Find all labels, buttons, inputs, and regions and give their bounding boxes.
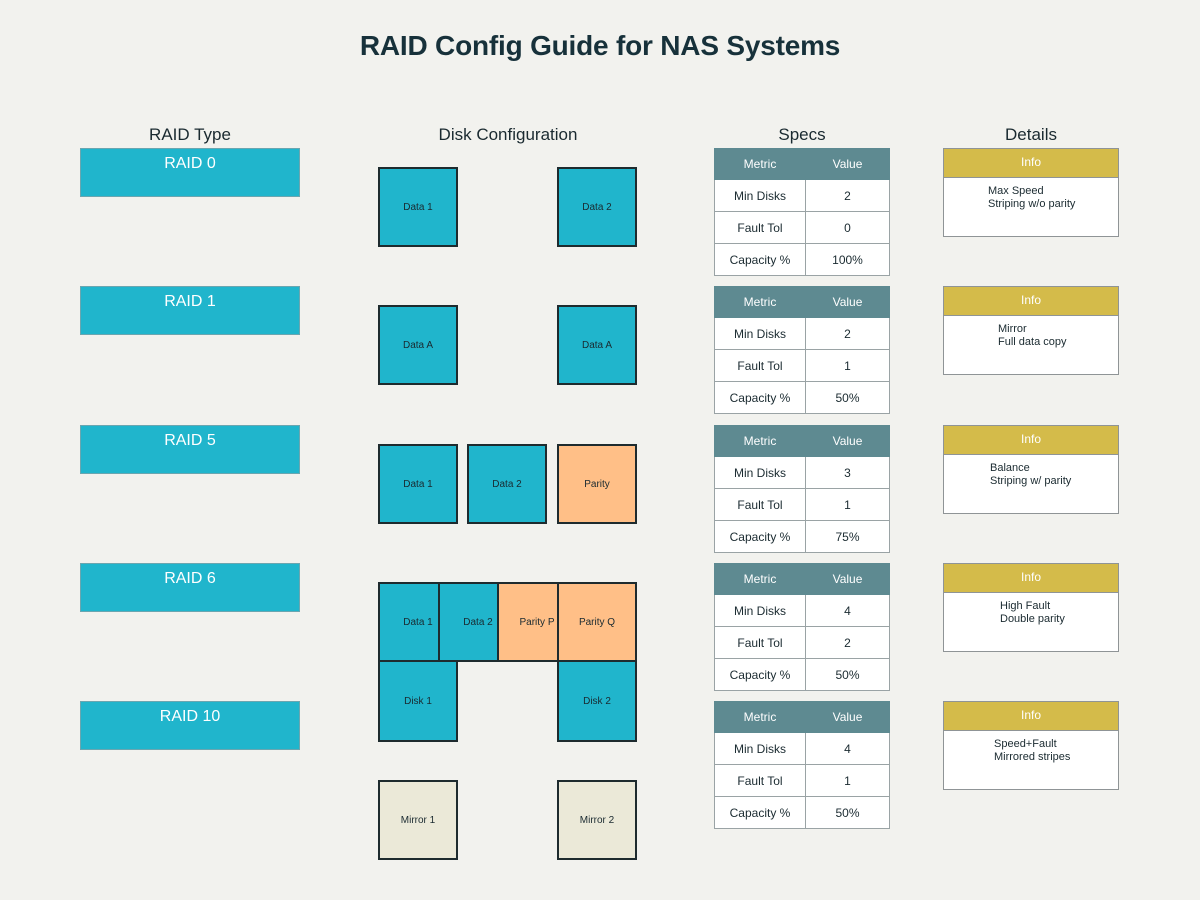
capacity-label: Capacity %	[714, 520, 806, 553]
info-body: Max Speed Striping w/o parity	[944, 178, 1118, 211]
info-body: High Fault Double parity	[944, 593, 1118, 626]
info-line: Double parity	[1000, 613, 1065, 625]
disk-raid5-parity: Parity	[557, 444, 637, 524]
fault-tol-label: Fault Tol	[714, 764, 806, 797]
value-header: Value	[805, 148, 890, 180]
column-header-details: Details	[1005, 125, 1057, 144]
disk-raid10-disk2: Disk 2	[557, 660, 637, 742]
raid10-disk-row-top: Disk 1 Disk 2	[370, 660, 670, 742]
disk-raid0-data1: Data 1	[378, 167, 458, 247]
column-header-disk-configuration: Disk Configuration	[438, 125, 578, 144]
disk-raid10-mirror1: Mirror 1	[378, 780, 458, 860]
raid-6-button[interactable]: RAID 6	[80, 563, 300, 612]
min-disks-label: Min Disks	[714, 317, 806, 350]
disk-raid10-disk1: Disk 1	[378, 660, 458, 742]
disk-raid0-data2: Data 2	[557, 167, 637, 247]
capacity-value: 50%	[805, 658, 890, 691]
min-disks-label: Min Disks	[714, 456, 806, 489]
info-line: Full data copy	[998, 336, 1067, 348]
disk-raid5-data1: Data 1	[378, 444, 458, 524]
disk-raid1-data-a-2: Data A	[557, 305, 637, 385]
column-header-raid-type: RAID Type	[149, 125, 231, 144]
fault-tol-label: Fault Tol	[714, 211, 806, 244]
fault-tol-value: 1	[805, 764, 890, 797]
capacity-label: Capacity %	[714, 796, 806, 829]
info-line: Mirrored stripes	[994, 751, 1071, 763]
info-line: Speed+Fault	[994, 738, 1057, 750]
capacity-label: Capacity %	[714, 381, 806, 414]
capacity-label: Capacity %	[714, 243, 806, 276]
info-line: Max Speed	[988, 185, 1044, 197]
info-line: Striping w/ parity	[990, 475, 1072, 487]
disk-raid6-parity-q: Parity Q	[557, 582, 637, 662]
raid-0-button[interactable]: RAID 0	[80, 148, 300, 197]
page-title: RAID Config Guide for NAS Systems	[359, 30, 841, 61]
min-disks-value: 2	[805, 179, 890, 212]
fault-tol-label: Fault Tol	[714, 349, 806, 382]
min-disks-label: Min Disks	[714, 179, 806, 212]
value-header: Value	[805, 425, 890, 457]
info-box-raid1: Info Mirror Full data copy	[943, 286, 1119, 375]
metric-header: Metric	[714, 563, 806, 595]
value-header: Value	[805, 701, 890, 733]
raid10-disk-row-bottom: Mirror 1 Mirror 2	[370, 780, 670, 860]
column-header-specs: Specs	[778, 125, 826, 144]
value-header: Value	[805, 286, 890, 318]
info-line: Balance	[990, 462, 1030, 474]
info-body: Mirror Full data copy	[944, 316, 1118, 349]
info-box-raid6: Info High Fault Double parity	[943, 563, 1119, 652]
min-disks-value: 4	[805, 594, 890, 627]
metric-header: Metric	[714, 701, 806, 733]
min-disks-value: 3	[805, 456, 890, 489]
fault-tol-label: Fault Tol	[714, 626, 806, 659]
metric-header: Metric	[714, 286, 806, 318]
info-header: Info	[944, 564, 1118, 593]
fault-tol-value: 1	[805, 488, 890, 521]
info-header: Info	[944, 287, 1118, 316]
fault-tol-label: Fault Tol	[714, 488, 806, 521]
capacity-label: Capacity %	[714, 658, 806, 691]
min-disks-value: 4	[805, 732, 890, 765]
min-disks-value: 2	[805, 317, 890, 350]
raid-5-button[interactable]: RAID 5	[80, 425, 300, 474]
metric-header: Metric	[714, 148, 806, 180]
info-box-raid5: Info Balance Striping w/ parity	[943, 425, 1119, 514]
disk-raid1-data-a-1: Data A	[378, 305, 458, 385]
info-header: Info	[944, 426, 1118, 455]
metric-header: Metric	[714, 425, 806, 457]
fault-tol-value: 2	[805, 626, 890, 659]
fault-tol-value: 0	[805, 211, 890, 244]
capacity-value: 50%	[805, 796, 890, 829]
info-line: Mirror	[998, 323, 1027, 335]
capacity-value: 50%	[805, 381, 890, 414]
capacity-value: 100%	[805, 243, 890, 276]
info-line: High Fault	[1000, 600, 1051, 612]
info-header: Info	[944, 149, 1118, 178]
info-body: Balance Striping w/ parity	[944, 455, 1118, 488]
disk-raid10-mirror2: Mirror 2	[557, 780, 637, 860]
info-line: Striping w/o parity	[988, 198, 1076, 210]
disk-raid5-data2: Data 2	[467, 444, 547, 524]
fault-tol-value: 1	[805, 349, 890, 382]
min-disks-label: Min Disks	[714, 732, 806, 765]
info-box-raid10: Info Speed+Fault Mirrored stripes	[943, 701, 1119, 790]
info-box-raid0: Info Max Speed Striping w/o parity	[943, 148, 1119, 237]
raid-1-button[interactable]: RAID 1	[80, 286, 300, 335]
min-disks-label: Min Disks	[714, 594, 806, 627]
info-body: Speed+Fault Mirrored stripes	[944, 731, 1118, 764]
capacity-value: 75%	[805, 520, 890, 553]
raid-10-button[interactable]: RAID 10	[80, 701, 300, 750]
info-header: Info	[944, 702, 1118, 731]
value-header: Value	[805, 563, 890, 595]
